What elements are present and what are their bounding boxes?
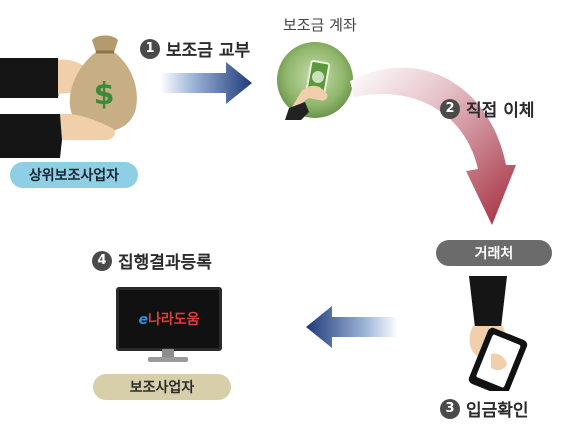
hand-holding-phone-icon (468, 276, 528, 391)
step-3-number: 3 (440, 398, 460, 419)
upper-subsidy-business-label: 상위보조사업자 (28, 168, 120, 184)
subsidy-business-label: 보조사업자 (129, 380, 195, 396)
step-1-label: 보조금 교부 (166, 41, 251, 61)
monitor-base (148, 357, 188, 362)
hand-giving-money-bag-icon: $ (0, 35, 137, 158)
step-1-subsidy-grant: 1 보조금 교부 (140, 36, 250, 61)
subsidy-business-pill: 보조사업자 (93, 374, 231, 400)
vendor-label: 거래처 (474, 246, 514, 262)
step-4-execution-register: 4 집행결과등록 (92, 248, 212, 273)
step-2-label: 직접 이체 (466, 101, 535, 121)
upper-subsidy-business-pill: 상위보조사업자 (10, 162, 138, 188)
step-4-number: 4 (92, 250, 112, 271)
step-3-deposit-confirm: 3 입금확인 (440, 396, 529, 421)
e-narado-um-logo: e나라도움 (138, 312, 200, 328)
step-1-number: 1 (140, 38, 160, 59)
curved-arrow-icon (350, 67, 516, 225)
monitor-screen: e나라도움 (116, 287, 222, 351)
left-arrow-icon (306, 306, 398, 348)
dollar-sign: $ (94, 77, 115, 112)
step-4-label: 집행결과등록 (118, 253, 212, 273)
vendor-pill: 거래처 (436, 240, 552, 266)
step-2-direct-transfer: 2 직접 이체 (440, 96, 534, 121)
monitor-icon: e나라도움 (116, 287, 222, 365)
step-2-number: 2 (440, 98, 460, 119)
monitor-stand (162, 349, 174, 357)
subsidy-account-caption: 보조금 계좌 (283, 16, 357, 34)
right-arrow-icon (160, 62, 252, 104)
step-3-label: 입금확인 (466, 401, 529, 421)
coin-in-hand-icon (277, 42, 353, 120)
